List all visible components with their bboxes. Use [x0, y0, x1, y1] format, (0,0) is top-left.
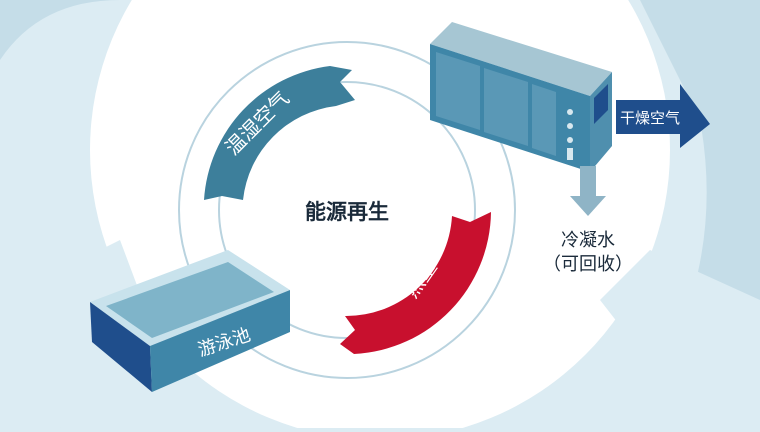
unit-indicator-light [567, 137, 573, 143]
pool-water [106, 262, 274, 338]
dehumidifier-unit [430, 22, 612, 172]
unit-top [430, 22, 612, 96]
pool-side-front [150, 290, 290, 392]
background-shape-left [0, 0, 120, 170]
condensate-down-arrow-icon [570, 166, 606, 216]
condensate-label: 冷凝水 [561, 230, 615, 251]
background-wedge-left [0, 240, 150, 428]
unit-panel-1 [436, 52, 480, 130]
ring-base [180, 43, 514, 377]
dry-air-arrow-shape [616, 84, 710, 148]
humid-air-segment [204, 66, 355, 200]
unit-slot [567, 148, 573, 160]
unit-panel-3 [532, 84, 556, 156]
unit-indicator-light [567, 123, 573, 129]
pool-side-left [90, 302, 152, 392]
dry-air-label: 干燥空气 [620, 109, 680, 127]
dry-air-arrow: 干燥空气 [616, 84, 710, 148]
heat-segment [340, 212, 491, 354]
cycle-ring [178, 41, 516, 379]
unit-panel-2 [484, 68, 528, 146]
unit-indicator-light [567, 109, 573, 115]
center-label: 能源再生 [305, 200, 389, 224]
swimming-pool: 游泳池 [90, 250, 290, 392]
condensate-label-recyclable: （可回收） [543, 254, 633, 275]
background-shape-right [640, 0, 760, 330]
unit-display [594, 84, 608, 124]
background-wedge-right [600, 250, 760, 428]
